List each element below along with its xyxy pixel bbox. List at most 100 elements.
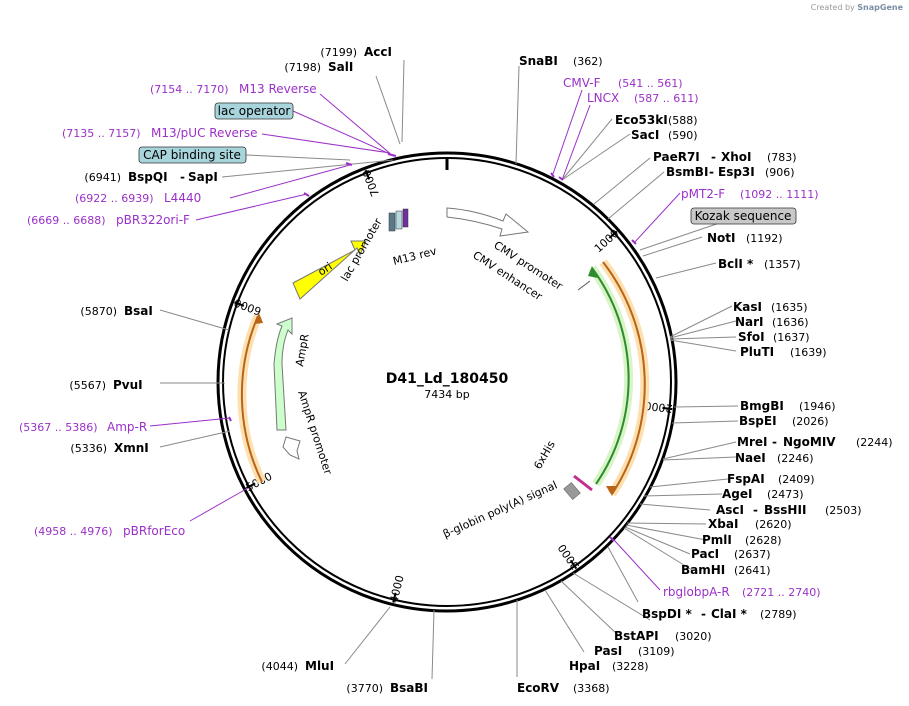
svg-text:SfoI: SfoI <box>738 330 765 344</box>
svg-text:(587 .. 611): (587 .. 611) <box>634 92 699 105</box>
svg-text:-: - <box>180 170 185 184</box>
svg-text:NaeI: NaeI <box>735 451 766 465</box>
primer-Amp-R[interactable]: (5367 .. 5386) Amp-R <box>19 420 147 434</box>
svg-text:PacI: PacI <box>691 547 719 561</box>
site-SalI[interactable]: (7198) SalI <box>284 60 353 74</box>
site-SacI[interactable]: SacI (590) <box>631 128 698 142</box>
tick-mark <box>662 406 673 411</box>
site-PacI[interactable]: PacI (2637) <box>691 547 771 561</box>
svg-text:AccI: AccI <box>364 45 392 59</box>
feature-6xHis[interactable] <box>573 474 593 492</box>
svg-text:(3020): (3020) <box>675 630 712 643</box>
site-AgeI[interactable]: AgeI (2473) <box>722 487 804 501</box>
site-BamHI[interactable]: BamHI (2641) <box>681 563 771 577</box>
primer-pBRforEco[interactable]: (4958 .. 4976) pBRforEco <box>34 524 185 538</box>
site-SfoI[interactable]: SfoI (1637) <box>738 330 810 344</box>
svg-text:(2409): (2409) <box>778 473 815 486</box>
site-HpaI[interactable]: HpaI (3228) <box>569 659 649 673</box>
site-PluTI[interactable]: PluTI (1639) <box>740 345 827 359</box>
svg-text:(5367 .. 5386): (5367 .. 5386) <box>19 421 98 434</box>
site-PasI[interactable]: PasI (3109) <box>594 644 675 658</box>
svg-text:(1635): (1635) <box>771 301 808 314</box>
site-KasI[interactable]: KasI (1635) <box>733 300 808 314</box>
site-FspAI[interactable]: FspAI (2409) <box>727 472 815 486</box>
feature-polyA[interactable] <box>563 482 581 500</box>
tick-mark <box>364 169 371 180</box>
feature-AmpR[interactable] <box>273 317 293 431</box>
site-BstAPI[interactable]: BstAPI (3020) <box>614 629 712 643</box>
svg-text:ClaI *: ClaI * <box>711 607 748 621</box>
site-XbaI[interactable]: XbaI (2620) <box>708 517 792 531</box>
svg-text:(6669 .. 6688): (6669 .. 6688) <box>27 214 106 227</box>
primer-L4440[interactable]: (6922 .. 6939) L4440 <box>75 191 201 205</box>
feature-cds-orange-left[interactable] <box>237 313 267 484</box>
site-PmlI[interactable]: PmlI (2628) <box>702 533 782 547</box>
site-BspEI[interactable]: BspEI (2026) <box>739 414 829 428</box>
svg-text:(2026): (2026) <box>792 415 829 428</box>
svg-text:MluI: MluI <box>305 659 334 673</box>
primer-rbglobpA-R[interactable]: rbglobpA-R (2721 .. 2740) <box>663 585 821 599</box>
primer-LNCX[interactable]: LNCX (587 .. 611) <box>587 91 699 105</box>
site-NarI[interactable]: NarI (1636) <box>735 315 809 329</box>
feature-lac-promoter[interactable] <box>388 208 409 232</box>
svg-text:(7135 .. 7157): (7135 .. 7157) <box>62 127 141 140</box>
feature-cds-orange[interactable] <box>599 259 650 497</box>
tick-mark <box>234 301 245 307</box>
svg-text:(2641): (2641) <box>734 564 771 577</box>
box-Kozak-sequence[interactable]: Kozak sequence <box>690 207 797 225</box>
site-BmgBI[interactable]: BmgBI (1946) <box>740 399 836 413</box>
svg-text:M13/pUC Reverse: M13/pUC Reverse <box>151 126 258 140</box>
site-Eco53kI[interactable]: Eco53kI (588) <box>615 113 698 127</box>
feature-small-mark <box>577 280 591 291</box>
site-SnaBI[interactable]: SnaBI (362) <box>519 54 603 68</box>
box-CAP-binding-site[interactable]: CAP binding site <box>138 146 247 164</box>
svg-text:(7154 .. 7170): (7154 .. 7170) <box>150 83 229 96</box>
feature-label-polyA: β-globin poly(A) signal <box>441 479 559 541</box>
svg-text:(1637): (1637) <box>773 331 810 344</box>
svg-text:-: - <box>753 503 758 517</box>
site-AscI-BssHII[interactable]: AscI - BssHII (2503) <box>716 503 862 517</box>
svg-text:(7199): (7199) <box>320 46 357 59</box>
svg-text:BspDI *: BspDI * <box>642 607 692 621</box>
svg-text:PasI: PasI <box>594 644 622 658</box>
svg-text:(3109): (3109) <box>638 645 675 658</box>
box-lac-operator[interactable]: lac operator <box>214 102 294 120</box>
tick-mark <box>392 592 397 603</box>
svg-text:NotI: NotI <box>707 231 736 245</box>
site-BsaI[interactable]: (5870) BsaI <box>80 304 152 318</box>
svg-text:Amp-R: Amp-R <box>107 420 147 434</box>
svg-text:(2721 .. 2740): (2721 .. 2740) <box>742 586 821 599</box>
site-EcoRV[interactable]: EcoRV (3368) <box>517 681 610 695</box>
feature-cds-green[interactable] <box>588 265 634 487</box>
svg-text:Eco53kI: Eco53kI <box>615 113 668 127</box>
tick-label: 7000 <box>360 168 382 199</box>
site-NaeI[interactable]: NaeI (2246) <box>735 451 814 465</box>
svg-text:(783): (783) <box>767 151 797 164</box>
feature-CMV[interactable] <box>446 207 530 237</box>
primer-M13pUC-Reverse[interactable]: (7135 .. 7157) M13/pUC Reverse <box>62 126 258 140</box>
svg-text:CMV-F: CMV-F <box>563 76 601 90</box>
feature-AmpR-promoter[interactable] <box>282 436 301 460</box>
site-MreI-NgoMIV[interactable]: MreI - NgoMIV (2244) <box>737 435 893 449</box>
site-BspDI-ClaI[interactable]: BspDI * - ClaI * (2789) <box>642 607 797 621</box>
site-PaeR7I-XhoI[interactable]: PaeR7I - XhoI (783) <box>653 150 797 164</box>
site-PvuI[interactable]: (5567) PvuI <box>69 378 142 392</box>
svg-text:BspQI: BspQI <box>128 170 168 184</box>
svg-text:EcoRV: EcoRV <box>517 681 560 695</box>
site-XmnI[interactable]: (5336) XmnI <box>70 441 148 455</box>
site-MluI[interactable]: (4044) MluI <box>261 659 334 673</box>
svg-text:(5567): (5567) <box>69 379 106 392</box>
primer-pBR322ori-F[interactable]: (6669 .. 6688) pBR322ori-F <box>27 213 190 227</box>
site-BspQI-SapI[interactable]: (6941) BspQI - SapI <box>84 170 217 184</box>
site-BsmBI-Esp3I[interactable]: BsmBI - Esp3I (906) <box>666 165 795 179</box>
site-NotI[interactable]: NotI (1192) <box>707 231 783 245</box>
svg-text:rbglobpA-R: rbglobpA-R <box>663 585 730 599</box>
site-BclI[interactable]: BclI * (1357) <box>718 257 801 271</box>
feature-label-6xHis: 6xHis <box>531 438 558 471</box>
primer-CMV-F[interactable]: CMV-F (541 .. 561) <box>563 76 683 90</box>
primer-pMT2-F[interactable]: pMT2-F (1092 .. 1111) <box>681 187 819 201</box>
feature-ori[interactable] <box>292 240 367 300</box>
primer-M13-Reverse[interactable]: (7154 .. 7170) M13 Reverse <box>150 82 317 96</box>
site-AccI[interactable]: (7199) AccI <box>320 45 392 59</box>
site-BsaBI[interactable]: (3770) BsaBI <box>346 681 428 695</box>
